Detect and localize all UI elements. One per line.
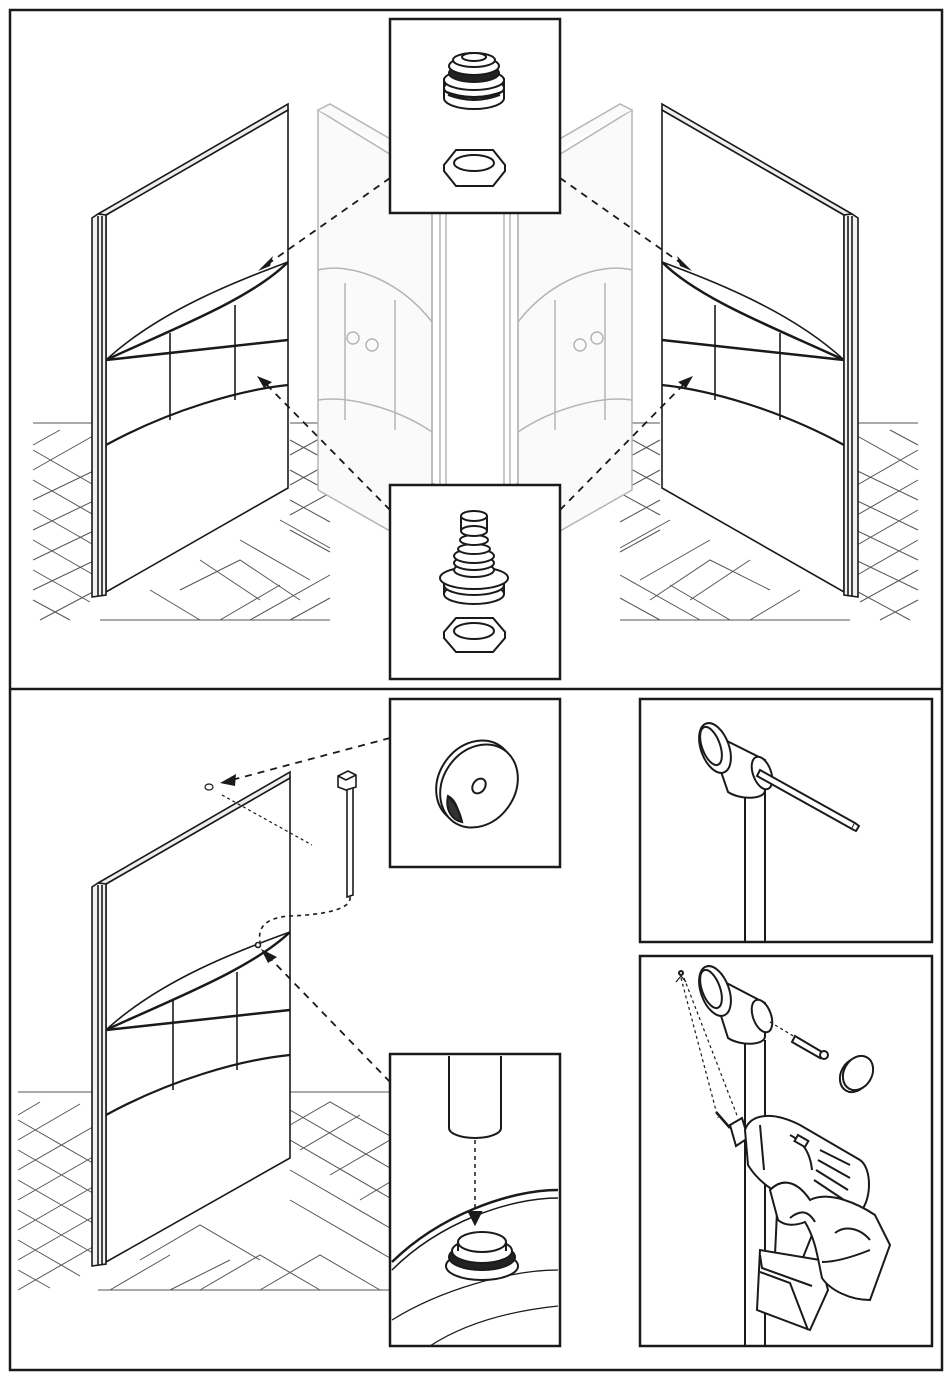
callout-pipe-fitting xyxy=(390,1054,560,1346)
bottom-panel xyxy=(18,699,932,1346)
callout-drill xyxy=(640,956,932,1346)
threaded-fitting-icon xyxy=(444,53,504,109)
shower-wall-right xyxy=(662,104,858,597)
callout-adhesive-cap xyxy=(390,699,560,867)
top-panel xyxy=(33,19,918,679)
shower-wall-bottom xyxy=(92,772,290,1266)
callout-hex-key xyxy=(640,699,932,942)
callout-hose-barb xyxy=(390,485,560,679)
hex-nut-icon xyxy=(444,150,505,186)
shower-wall-left xyxy=(92,104,288,597)
hex-nut-icon-2 xyxy=(444,618,505,652)
callout-threaded-fitting xyxy=(390,19,560,213)
